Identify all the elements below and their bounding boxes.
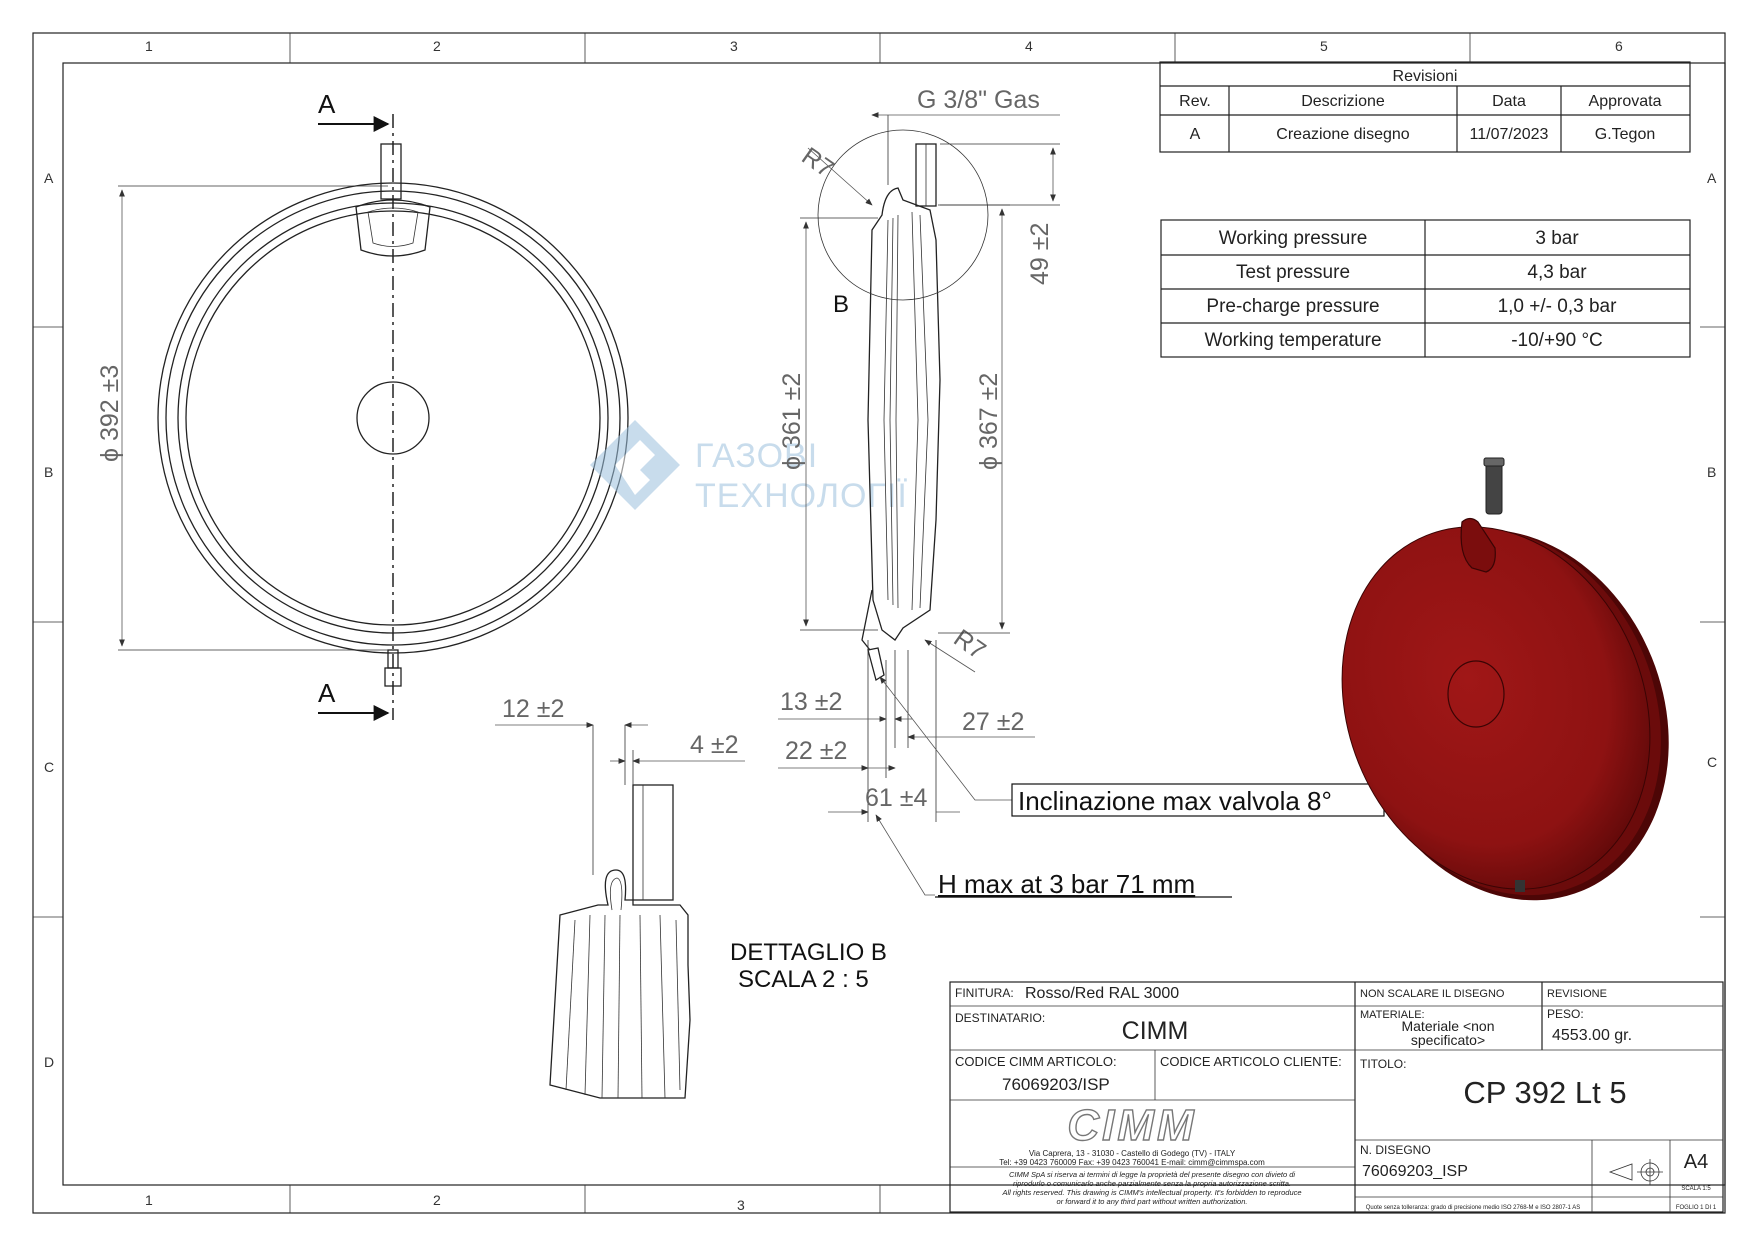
specs-table: Working pressure 3 bar Test pressure 4,3… — [1160, 219, 1691, 358]
dim-27: 27 ±2 — [962, 708, 1024, 736]
grid-col-6-top: 6 — [1615, 38, 1623, 54]
dim-12: 12 ±2 — [502, 695, 564, 723]
grid-col-1-bottom: 1 — [145, 1192, 153, 1208]
detail-marker-b: B — [833, 291, 849, 318]
materiale-label: MATERIALE: — [1360, 1009, 1425, 1021]
materiale-value-1: Materiale <non — [1401, 1018, 1494, 1034]
dim-diameter-392: ϕ 392 ±3 — [96, 365, 124, 462]
codice-cimm-value: 76069203/ISP — [1002, 1075, 1110, 1094]
grid-row-c-right: C — [1707, 754, 1717, 770]
section-marker-top: A — [318, 89, 336, 119]
grid-row-b-left: B — [44, 464, 53, 480]
scale-label: SCALA 1:5 — [1681, 1186, 1711, 1192]
n-disegno-label: N. DISEGNO — [1360, 1143, 1431, 1157]
side-section-view: B G 3/8" Gas 49 ±2 R7 R7 ϕ 361 ±2 ϕ 367 … — [778, 86, 1060, 896]
rev-header-rev: Rev. — [1179, 93, 1211, 110]
callout-valve-inclination-text: Inclinazione max valvola 8° — [1018, 786, 1332, 816]
front-view: ϕ 392 ±3 A A — [96, 89, 629, 721]
spec-label-working-temperature: Working temperature — [1204, 330, 1381, 351]
vessel-3d-render — [1341, 457, 1669, 901]
detail-b-view: 12 ±2 4 ±2 DETTAGLIO B SCALA 2 : 5 — [495, 695, 887, 1099]
n-disegno-value: 76069203_ISP — [1362, 1163, 1468, 1180]
dim-height-49: 49 ±2 — [1026, 223, 1054, 285]
address-line-2: Tel: +39 0423 760009 Fax: +39 0423 76004… — [999, 1158, 1265, 1167]
dim-diameter-367: ϕ 367 ±2 — [975, 373, 1003, 470]
rev-row-approved: G.Tegon — [1595, 126, 1655, 143]
title-block: FINITURA: Rosso/Red RAL 3000 NON SCALARE… — [949, 981, 1724, 1213]
dim-radius-top: R7 — [797, 142, 839, 183]
sheet-number: FOGLIO 1 DI 1 — [1676, 1205, 1717, 1211]
address-line-1: Via Caprera, 13 - 31030 - Castello di Go… — [1029, 1149, 1236, 1158]
legal-line-1: CIMM SpA si riserva ai termini di legge … — [1009, 1170, 1295, 1179]
codice-cliente-label: CODICE ARTICOLO CLIENTE: — [1160, 1054, 1342, 1069]
non-scalare-label: NON SCALARE IL DISEGNO — [1360, 988, 1505, 1000]
watermark-logo: ГАЗОВІ ТЕХНОЛОГІЇ — [590, 420, 908, 515]
peso-label: PESO: — [1547, 1007, 1584, 1021]
sheet-frame: 1 2 3 4 5 6 1 2 3 A B C D A B C — [32, 32, 1726, 1214]
revisions-table: Revisioni Rev. Descrizione Data Approvat… — [1159, 61, 1691, 153]
grid-row-b-right: B — [1707, 464, 1716, 480]
legal-line-2: riprodurlo o comunicarlo anche parzialme… — [1013, 1179, 1291, 1188]
format-a4: A4 — [1684, 1151, 1708, 1173]
spec-value-test-pressure: 4,3 bar — [1527, 262, 1587, 283]
titolo-label: TITOLO: — [1360, 1057, 1406, 1071]
materiale-value-2: specificato> — [1411, 1032, 1485, 1048]
rev-row-rev: A — [1190, 126, 1201, 143]
peso-value: 4553.00 gr. — [1552, 1027, 1632, 1044]
rev-header-date: Data — [1492, 93, 1526, 110]
dim-4: 4 ±2 — [690, 731, 738, 759]
spec-value-precharge-pressure: 1,0 +/- 0,3 bar — [1498, 296, 1617, 317]
dim-connection-thread: G 3/8" Gas — [917, 86, 1040, 114]
codice-cimm-label: CODICE CIMM ARTICOLO: — [955, 1054, 1117, 1069]
callout-h-max-text: H max at 3 bar 71 mm — [938, 869, 1195, 899]
footer-note: Quote senza tolleranza: grado di precisi… — [1366, 1205, 1580, 1211]
grid-col-2-top: 2 — [433, 38, 441, 54]
detail-title-line-1: DETTAGLIO B — [730, 939, 887, 966]
destinatario-label: DESTINATARIO: — [955, 1011, 1045, 1025]
cimm-logo: CIMM — [1067, 1101, 1196, 1150]
grid-col-2-bottom: 2 — [433, 1192, 441, 1208]
legal-line-3: All rights reserved. This drawing is CIM… — [1001, 1188, 1301, 1197]
grid-col-4-top: 4 — [1025, 38, 1033, 54]
spec-label-working-pressure: Working pressure — [1219, 228, 1368, 249]
destinatario-value: CIMM — [1122, 1017, 1189, 1045]
spec-value-working-pressure: 3 bar — [1535, 228, 1579, 249]
revisione-label: REVISIONE — [1547, 988, 1607, 1000]
grid-col-1-top: 1 — [145, 38, 153, 54]
legal-line-4: or forward it to any third part without … — [1057, 1197, 1248, 1206]
titolo-value: CP 392 Lt 5 — [1463, 1075, 1626, 1110]
grid-col-5-top: 5 — [1320, 38, 1328, 54]
finitura-value: Rosso/Red RAL 3000 — [1025, 985, 1179, 1002]
callout-valve-inclination: Inclinazione max valvola 8° — [1011, 783, 1385, 817]
watermark-line-1: ГАЗОВІ — [695, 437, 818, 475]
rev-header-desc: Descrizione — [1301, 93, 1385, 110]
detail-title-line-2: SCALA 2 : 5 — [738, 966, 869, 993]
dim-diameter-361: ϕ 361 ±2 — [778, 373, 806, 470]
watermark-line-2: ТЕХНОЛОГІЇ — [695, 477, 908, 515]
callout-h-max: H max at 3 bar 71 mm — [935, 869, 1232, 899]
rev-header-approved: Approvata — [1589, 93, 1662, 110]
grid-row-d-left: D — [44, 1054, 54, 1070]
spec-label-precharge-pressure: Pre-charge pressure — [1206, 296, 1379, 317]
finitura-label: FINITURA: — [955, 986, 1014, 1000]
rev-row-desc: Creazione disegno — [1276, 126, 1410, 143]
grid-row-a-left: A — [44, 170, 54, 186]
dim-61: 61 ±4 — [865, 784, 927, 812]
grid-col-3-top: 3 — [730, 38, 738, 54]
projection-symbol-icon — [1608, 1159, 1663, 1185]
revisions-title: Revisioni — [1393, 68, 1458, 85]
grid-col-3-bottom: 3 — [737, 1197, 745, 1213]
rev-row-date: 11/07/2023 — [1470, 126, 1549, 143]
grid-row-c-left: C — [44, 759, 54, 775]
dim-13: 13 ±2 — [780, 688, 842, 716]
dim-22: 22 ±2 — [785, 737, 847, 765]
section-marker-bottom: A — [318, 678, 336, 708]
spec-value-working-temperature: -10/+90 °C — [1511, 330, 1603, 351]
grid-row-a-right: A — [1707, 170, 1717, 186]
spec-label-test-pressure: Test pressure — [1236, 262, 1350, 283]
